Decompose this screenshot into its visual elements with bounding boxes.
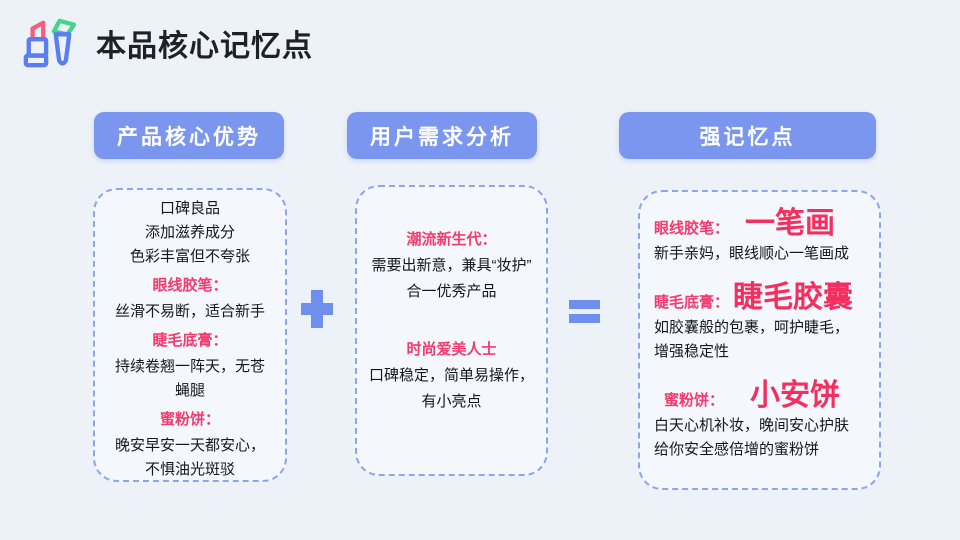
advantage-line: 持续卷翘一阵天，无苍蝇腿 (114, 358, 265, 399)
memory-point-label: 蜜粉饼： (664, 392, 725, 409)
memory-point-heading: 眼线胶笔： 一笔画 (654, 206, 865, 242)
slide-header: 本品核心记忆点 (22, 14, 313, 72)
memory-point-mascara-base: 睫毛底膏： 睫毛胶囊 如胶囊般的包裹，呵护睫毛，增强稳定性 (654, 280, 865, 364)
memory-point-desc: 新手亲妈，眼线顺心一笔画成 (654, 245, 850, 262)
advantage-line: 丝滑不易断，适合新手 (114, 303, 265, 320)
memory-point-label: 眼线胶笔： (654, 220, 730, 237)
memory-point-desc: 白天心机补妆，晚间安心护肤给你安全感倍增的蜜粉饼 (654, 417, 850, 458)
user-need-line: 需要出新意，兼具“妆护”合一优秀产品 (371, 257, 532, 300)
product-label-mascara-base: 睫毛底膏： (152, 332, 228, 349)
plus-operator (301, 290, 333, 328)
advantage-line: 晚安早安一天都安心，不惧油光斑驳 (114, 437, 265, 478)
lipstick-and-makeup-brush-icon (23, 18, 76, 68)
memory-point-eyeliner: 眼线胶笔： 一笔画 新手亲妈，眼线顺心一笔画成 (654, 206, 865, 266)
equals-bottom-bar (569, 314, 600, 323)
user-needs-box: 潮流新生代： 需要出新意，兼具“妆护”合一优秀产品 时尚爱美人士 口碑稳定，简单… (355, 185, 548, 476)
memory-points-box: 眼线胶笔： 一笔画 新手亲妈，眼线顺心一笔画成 睫毛底膏： 睫毛胶囊 如胶囊般的… (638, 190, 881, 490)
memory-point-label: 睫毛底膏： (654, 294, 730, 311)
memory-point-highlight: 小安饼 (750, 379, 841, 412)
memory-point-heading: 睫毛底膏： 睫毛胶囊 (654, 280, 865, 316)
product-label-powder: 蜜粉饼： (159, 411, 220, 428)
memory-point-heading: 蜜粉饼： 小安饼 (654, 378, 865, 414)
user-segment-label-trendy: 潮流新生代： (406, 231, 497, 248)
memory-point-powder: 蜜粉饼： 小安饼 白天心机补妆，晚间安心护肤给你安全感倍增的蜜粉饼 (654, 378, 865, 462)
product-advantages-box: 口碑良品 添加滋养成分 色彩丰富但不夸张 眼线胶笔： 丝滑不易断，适合新手 睫毛… (93, 188, 287, 482)
memory-point-desc: 如胶囊般的包裹，呵护睫毛，增强稳定性 (654, 319, 850, 360)
column-header-product-advantages: 产品核心优势 (94, 112, 284, 159)
advantage-line: 添加滋养成分 (144, 224, 235, 241)
equals-operator (569, 300, 600, 323)
memory-point-highlight: 一笔画 (745, 207, 836, 240)
product-label-eyeliner: 眼线胶笔： (152, 277, 228, 294)
column-header-user-needs: 用户需求分析 (347, 112, 537, 159)
advantage-line: 口碑良品 (159, 200, 220, 217)
advantage-line: 色彩丰富但不夸张 (129, 248, 250, 265)
page-title: 本品核心记忆点 (96, 30, 313, 63)
equals-top-bar (569, 300, 600, 309)
user-need-line: 口碑稳定，简单易操作，有小亮点 (368, 367, 534, 410)
plus-vertical-bar (311, 290, 323, 328)
memory-point-highlight: 睫毛胶囊 (733, 281, 854, 314)
column-header-memory-points: 强记忆点 (619, 112, 876, 159)
user-segment-label-fashion: 时尚爱美人士 (406, 341, 497, 358)
